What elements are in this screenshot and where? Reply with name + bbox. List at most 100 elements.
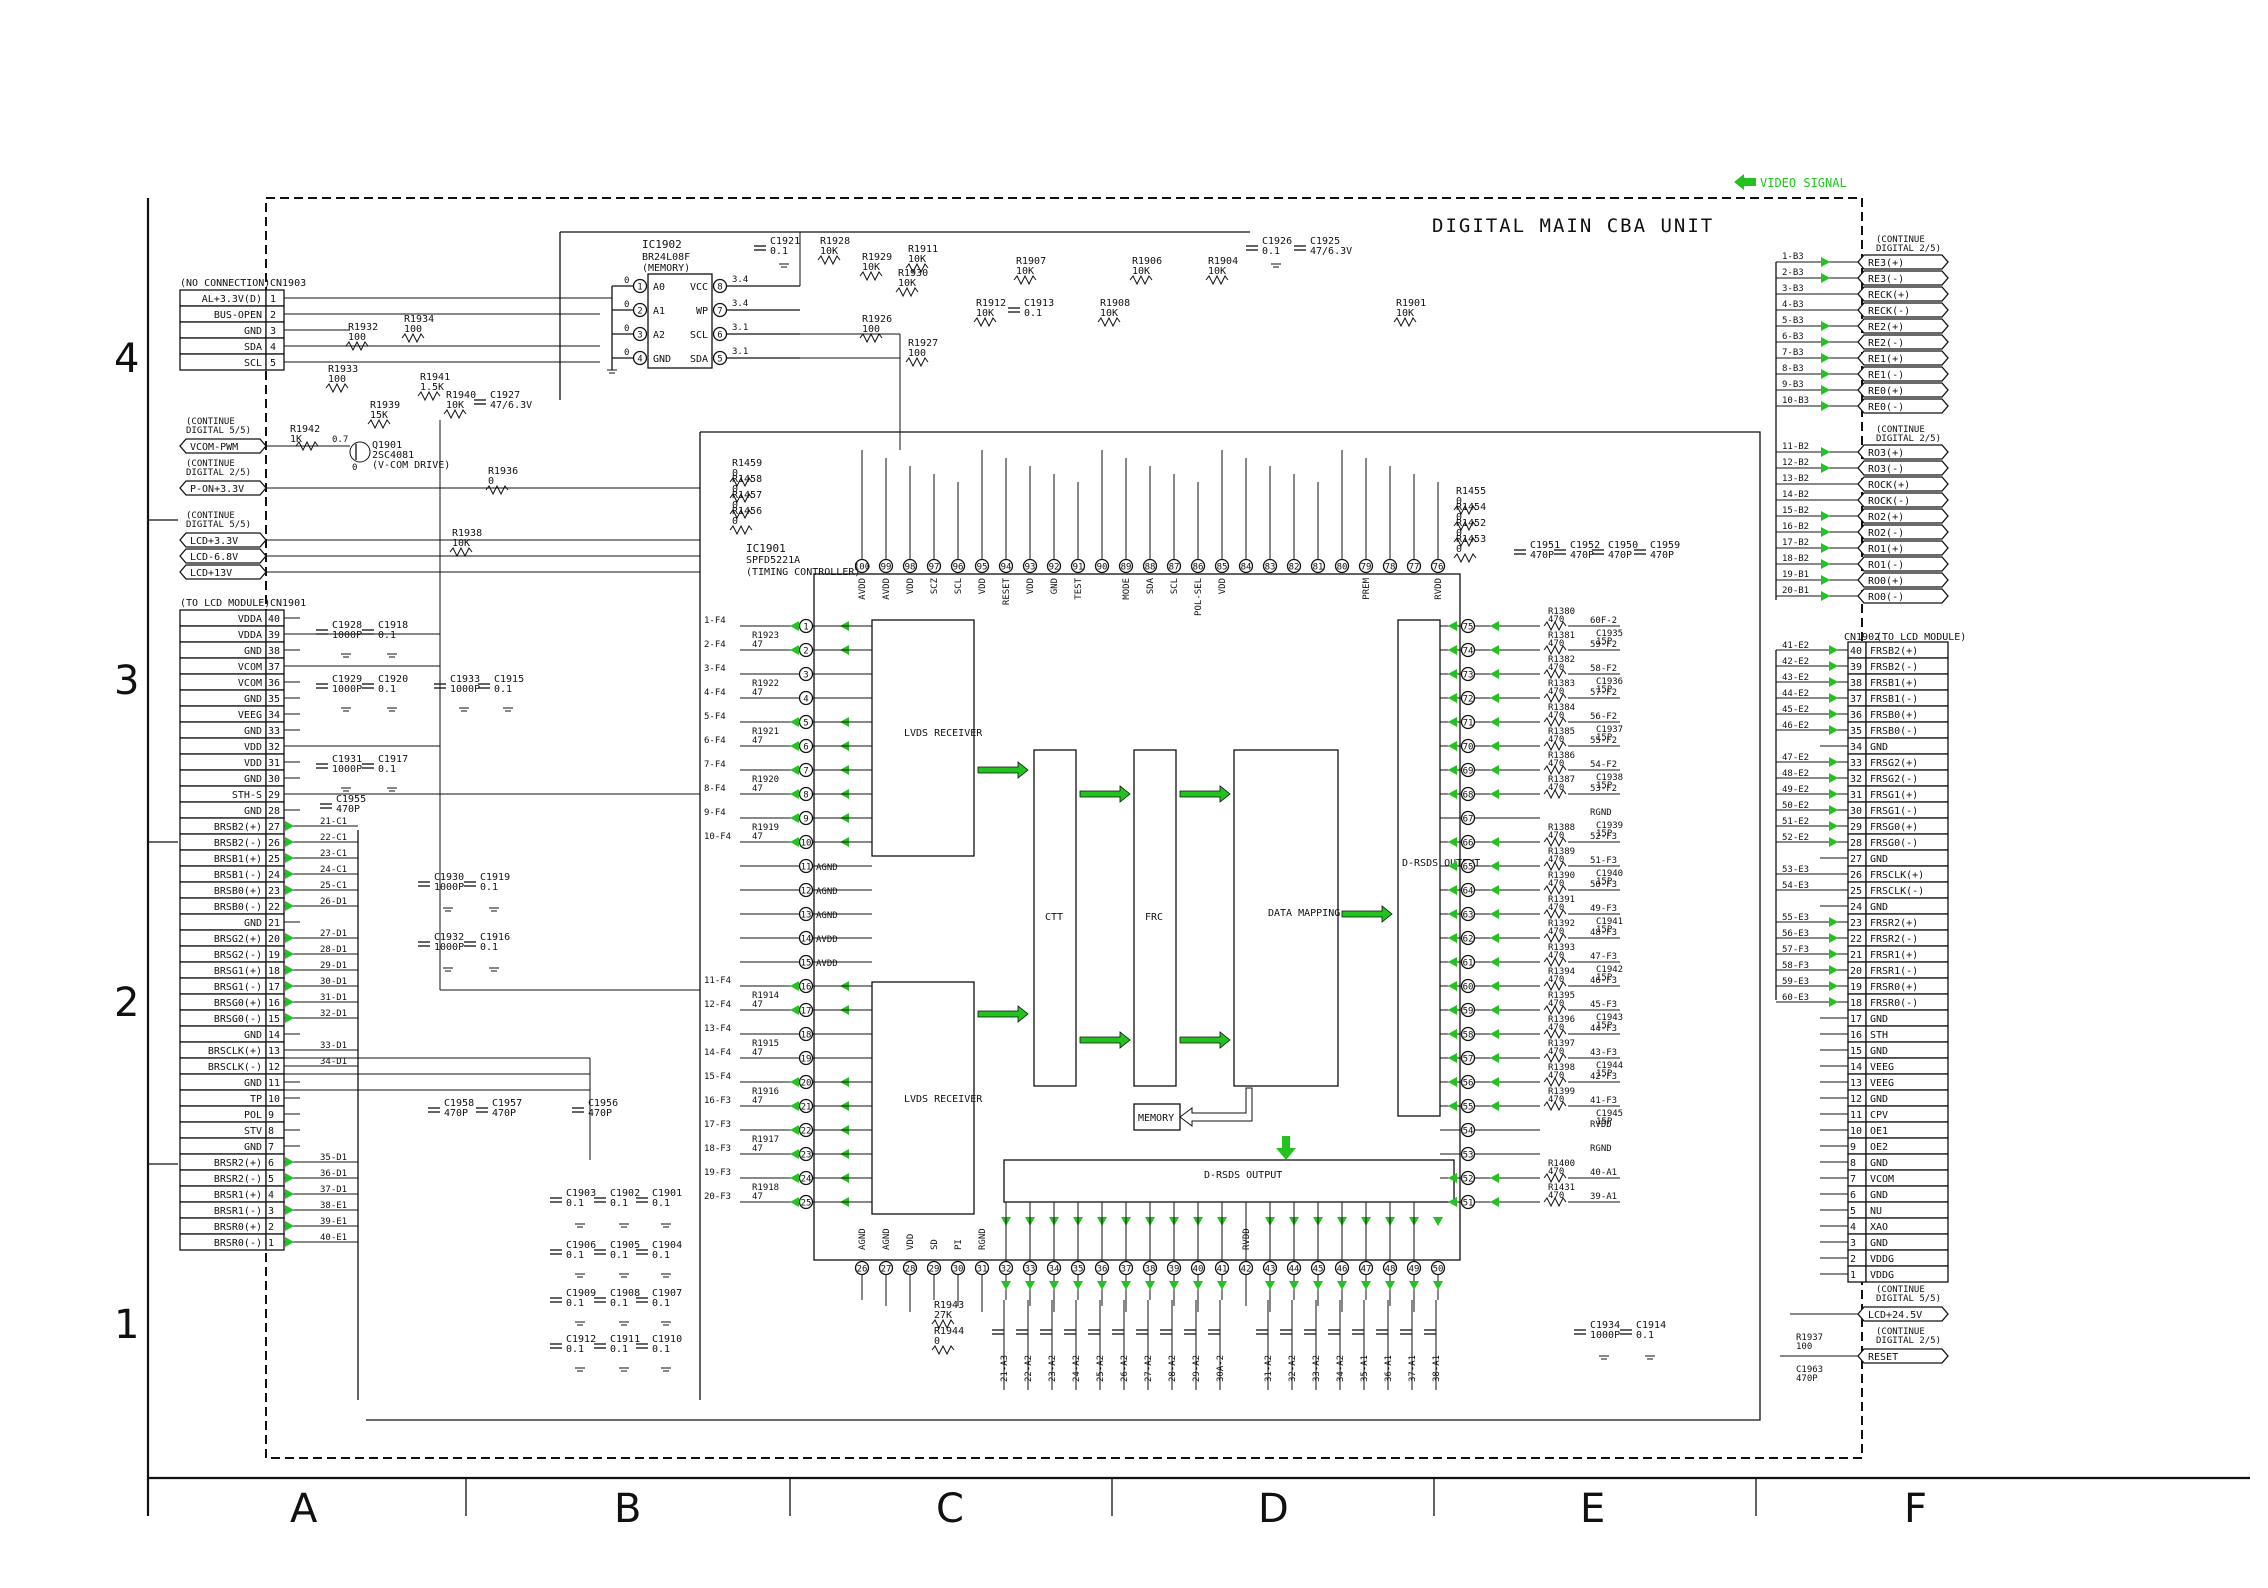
right-pin-arrow-icon	[1490, 765, 1499, 775]
ic1901-res-value: 470	[1548, 951, 1564, 961]
ic1901-pin-13-circle	[798, 906, 814, 922]
cn1901-arrow-icon	[285, 837, 294, 847]
ic1901-net-label: 6-F4	[704, 736, 726, 746]
cn1902-pin-name: VEEG	[1870, 1062, 1894, 1073]
cn1902-pin-number: 23	[1850, 918, 1862, 929]
r1930-symbol	[895, 286, 919, 298]
cn1901-pin-number: 28	[268, 806, 280, 817]
cn1902-pin-number: 18	[1850, 998, 1862, 1009]
cn1902-pin-name: FRSR1(-)	[1870, 966, 1918, 977]
cn1902-pin-number: 27	[1850, 854, 1862, 865]
ic1901-pin-27-circle	[878, 1260, 894, 1276]
r1906-value: 10K	[1132, 266, 1150, 277]
c1916-ref: C1916	[480, 932, 510, 943]
cn1903-header: (NO CONNECTION)	[180, 278, 270, 289]
bottom-pin-arrow-icon	[1145, 1281, 1155, 1290]
ic1901-res-value: 470	[1548, 711, 1564, 721]
rtop-group1-net: 7-B3	[1782, 348, 1804, 358]
cn1902-pin-name: GND	[1870, 854, 1888, 865]
right-pin-arrow-icon	[1490, 693, 1499, 703]
ic1901-pin-59-circle	[1460, 1002, 1476, 1018]
cn1901-pin-name: TP	[250, 1094, 262, 1105]
ic1901-res-ref: R1397	[1548, 1039, 1575, 1049]
cn1902-net-label: 43-E2	[1782, 673, 1809, 683]
r1926-symbol	[859, 332, 883, 344]
right-pin-arrow-icon	[1448, 717, 1457, 727]
ic1902-pin-name: WP	[696, 306, 708, 317]
r1943-ref: R1943	[934, 1300, 964, 1311]
rtop-group2-signal-text: RO3(-)	[1868, 464, 1904, 475]
r1458-value: 0	[732, 484, 738, 495]
cn1901-pin-number: 19	[268, 950, 280, 961]
ic1901-res-value: 47	[752, 640, 763, 650]
right-pin-arrow-icon	[1490, 861, 1499, 871]
r1908-symbol	[1097, 316, 1121, 328]
cn1901-arrow-icon	[285, 1237, 294, 1247]
rtop-group2-signal-tag	[1857, 508, 1949, 524]
r1452-symbol	[1453, 536, 1477, 548]
r1454-symbol	[1453, 520, 1477, 532]
ic1901-net-label: 11-F4	[704, 976, 731, 986]
r1904-value: 10K	[1208, 266, 1226, 277]
c1963-value: 470P	[1796, 1374, 1818, 1384]
ic1901-net-label: 15-F4	[704, 1072, 731, 1082]
data-mapping-block	[1233, 749, 1339, 1087]
ic1901-pin-37-circle	[1118, 1260, 1134, 1276]
ic1902-pin-4-circle	[632, 350, 648, 366]
cn1901-arrow-icon	[285, 1189, 294, 1199]
ic1901-pin-14-number: 14	[801, 935, 812, 945]
ic1901-res-ref: R1395	[1548, 991, 1575, 1001]
ic1901-res-ref: R1431	[1548, 1183, 1575, 1193]
ic1902-pin-8-circle	[712, 278, 728, 294]
ic1901-pin-93-number: 93	[1025, 563, 1036, 573]
ic1901-pin-66-number: 66	[1463, 839, 1474, 849]
c1955-value: 470P	[336, 804, 360, 815]
ic1901-pin-5-number: 5	[803, 719, 808, 729]
pon-continue: DIGITAL 2/5)	[186, 468, 251, 478]
cn1902-pin-name: FRSB2(+)	[1870, 646, 1918, 657]
ic1901-pin-name: AVDD	[858, 578, 868, 600]
ic1901-pin-79-number: 79	[1361, 563, 1372, 573]
r1901-value: 10K	[1396, 308, 1414, 319]
cn1901-pin-number: 24	[268, 870, 280, 881]
pon-continue: (CONTINUE	[186, 459, 235, 469]
ic1901-res-ref: R1921	[752, 727, 779, 737]
c1952-ref: C1952	[1570, 540, 1600, 551]
ic1901-desc: (TIMING CONTROLLER)	[746, 567, 860, 578]
cn1901-pin-number: 30	[268, 774, 280, 785]
ic1901-bottom-net: 28-A2	[1168, 1355, 1178, 1382]
r1932-ref: R1932	[348, 322, 378, 333]
cn1902-pin-name: FRSB1(-)	[1870, 694, 1918, 705]
ic1901-net-label: 51-F3	[1590, 856, 1617, 866]
r1942-symbol	[295, 440, 319, 452]
cn1901-pin-name: BRSR1(-)	[214, 1206, 262, 1217]
rtop-group2-net: 20-B1	[1782, 586, 1809, 596]
cn1902-arrow-icon	[1829, 917, 1838, 927]
right-pin-arrow-icon	[1448, 885, 1457, 895]
ic1901-pin-47-circle	[1358, 1260, 1374, 1276]
rtop-group1-net: 1-B3	[1782, 252, 1804, 262]
c1930-value: 1000P	[434, 882, 464, 893]
r1908-ref: R1908	[1100, 298, 1130, 309]
r1941-value: 1.5K	[420, 382, 444, 393]
rtop-group2-signal-text: ROCK(-)	[1868, 496, 1910, 507]
bottom-pin-arrow-icon	[1121, 1281, 1131, 1290]
c1950-value: 470P	[1608, 550, 1632, 561]
ic1901-pin-74-circle	[1460, 642, 1476, 658]
ic1901-pin-36-number: 36	[1097, 1265, 1108, 1275]
c1910-value: 0.1	[652, 1344, 670, 1355]
ic1901-res-value: 470	[1548, 1167, 1564, 1177]
ic1901-pin-73-number: 73	[1463, 671, 1474, 681]
c1929-value: 1000P	[332, 684, 362, 695]
ic1901-res-ref: R1382	[1548, 655, 1575, 665]
ic1901-bottom-net: 31-A2	[1264, 1355, 1274, 1382]
ic1901-pin-44-number: 44	[1289, 1265, 1300, 1275]
cn1902-pin-number: 10	[1850, 1126, 1862, 1137]
cn1901-pin-number: 4	[268, 1190, 274, 1201]
r1455-ref: R1455	[1456, 486, 1486, 497]
rtop-group1-signal-tag	[1857, 398, 1949, 414]
ic1901-res-ref: R1917	[752, 1135, 779, 1145]
cn1902-net-label: 47-E2	[1782, 753, 1809, 763]
ic1901-res-ref: R1391	[1548, 895, 1575, 905]
c1907-value: 0.1	[652, 1298, 670, 1309]
